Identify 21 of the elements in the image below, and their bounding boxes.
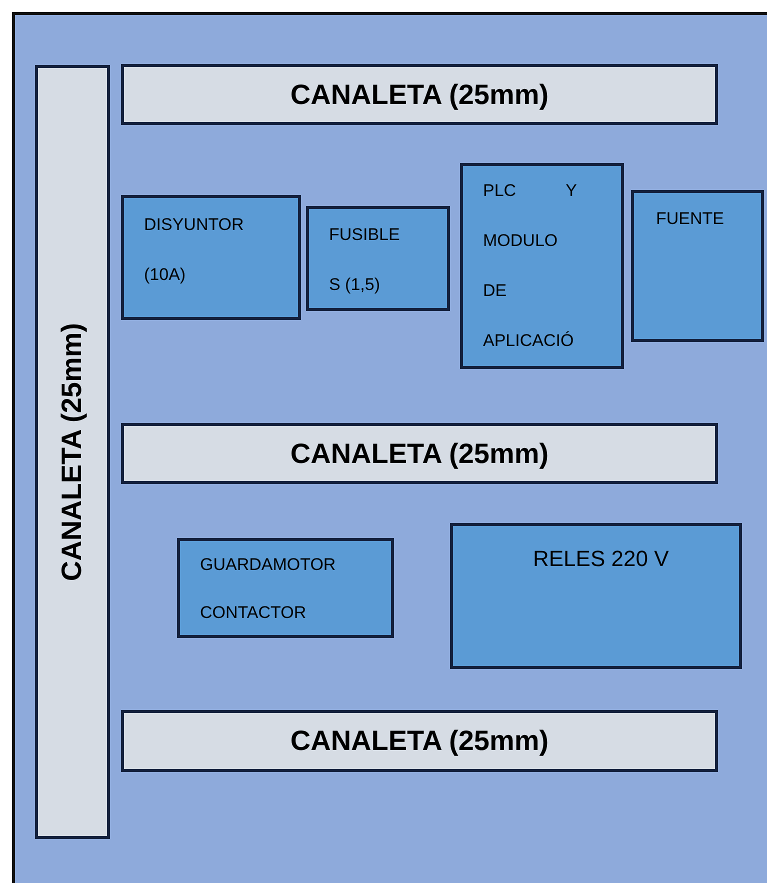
component-label: GUARDAMOTOR CONTACTOR — [200, 554, 337, 624]
component-block — [177, 538, 394, 638]
component-block — [631, 190, 764, 342]
component-label: RELES 220 V — [533, 545, 670, 573]
cable-duct — [121, 423, 718, 484]
component-label: DISYUNTOR (10A) — [144, 214, 245, 286]
duct-label: CANALETA (25mm) — [290, 725, 549, 757]
component-label: FUSIBLE S (1,5) — [329, 224, 401, 296]
component-label: FUENTE — [656, 208, 725, 230]
cable-duct — [121, 64, 718, 125]
component-label: PLC Y MODULO DE APLICACIÓ — [483, 180, 577, 352]
component-block — [306, 206, 450, 311]
duct-label: CANALETA (25mm) — [290, 438, 549, 470]
cable-duct — [35, 65, 110, 839]
duct-label: CANALETA (25mm) — [56, 322, 88, 582]
cable-duct — [121, 710, 718, 772]
component-block — [450, 523, 742, 669]
panel-background — [12, 12, 767, 883]
component-block — [460, 163, 624, 369]
component-block — [121, 195, 301, 320]
duct-label: CANALETA (25mm) — [290, 78, 549, 110]
